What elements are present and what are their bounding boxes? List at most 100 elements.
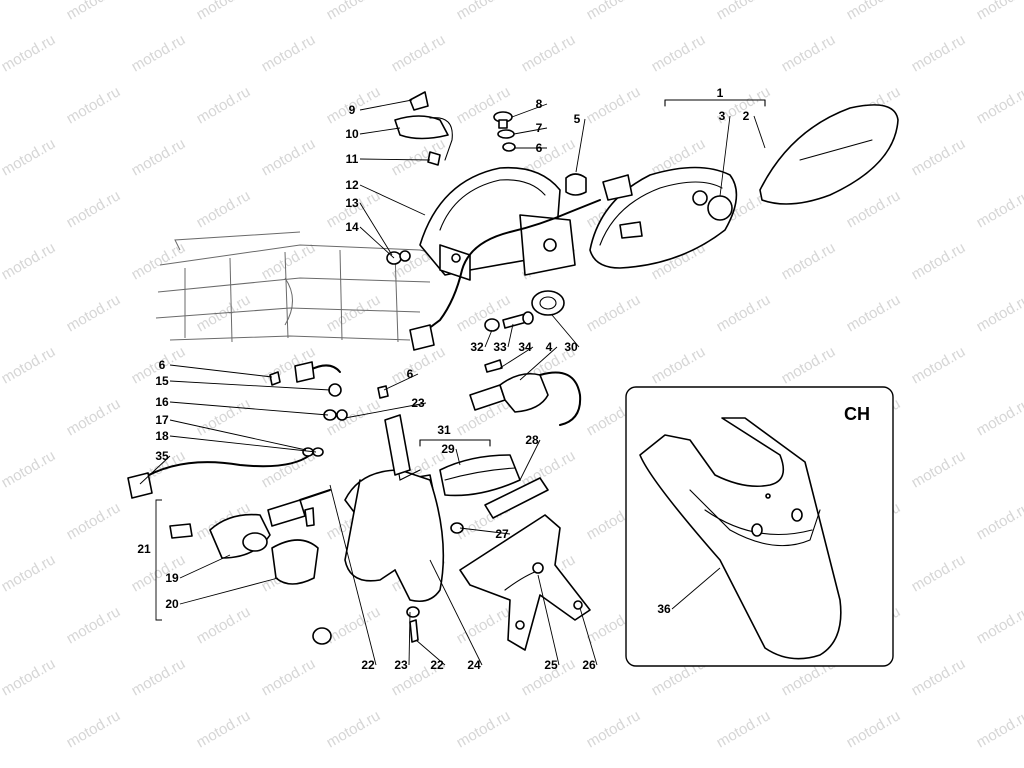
- nuts-and-washers: [269, 250, 464, 645]
- callout-24: 24: [467, 658, 481, 672]
- watermark-text: motod.ru: [909, 551, 969, 595]
- watermark-text: motod.ru: [0, 239, 58, 283]
- watermark-text: motod.ru: [714, 0, 774, 23]
- turn-signal-right: [469, 371, 582, 426]
- watermark-text: motod.ru: [584, 83, 644, 127]
- callout-leader: [359, 127, 401, 135]
- callout-leader: [139, 455, 171, 485]
- callout-10: 10: [345, 127, 359, 141]
- callout-6: 6: [407, 367, 414, 381]
- watermark-text: motod.ru: [974, 0, 1024, 23]
- watermark-text: motod.ru: [129, 239, 189, 283]
- callout-7: 7: [536, 121, 543, 135]
- watermark-text: motod.ru: [584, 707, 644, 751]
- callout-leader: [671, 567, 721, 610]
- watermark-text: motod.ru: [0, 655, 58, 699]
- watermark-text: motod.ru: [129, 135, 189, 179]
- callout-2: 2: [743, 109, 750, 123]
- callout-leader: [455, 448, 461, 466]
- small-fasteners-top: [394, 91, 587, 196]
- watermark-text: motod.ru: [844, 0, 904, 23]
- callout-leader: [429, 559, 483, 666]
- watermark-text: motod.ru: [64, 291, 124, 335]
- inset-ch: CH: [625, 386, 894, 667]
- watermark-text: motod.ru: [259, 31, 319, 75]
- callout-16: 16: [155, 395, 169, 409]
- watermark-text: motod.ru: [389, 343, 449, 387]
- watermark-text: motod.ru: [324, 603, 384, 647]
- watermark-text: motod.ru: [194, 0, 254, 23]
- watermark-text: motod.ru: [129, 655, 189, 699]
- watermark-text: motod.ru: [0, 31, 58, 75]
- turn-signal-left: [169, 489, 331, 585]
- watermark-text: motod.ru: [194, 603, 254, 647]
- inset-label: CH: [844, 404, 870, 424]
- watermark-text: motod.ru: [714, 707, 774, 751]
- callout-leader: [359, 158, 431, 161]
- rear-support: [344, 414, 445, 603]
- callout-22: 22: [430, 658, 444, 672]
- watermark-text: motod.ru: [324, 0, 384, 23]
- watermark-text: motod.ru: [714, 291, 774, 335]
- watermark-text: motod.ru: [974, 603, 1024, 647]
- callout-leader: [344, 402, 427, 419]
- callout-leader: [169, 364, 273, 378]
- left-harness: [127, 361, 341, 499]
- callout-32: 32: [470, 340, 484, 354]
- tail-light-bracket: [419, 166, 576, 281]
- callout-23: 23: [394, 658, 408, 672]
- watermark-text: motod.ru: [194, 707, 254, 751]
- callout-leader: [537, 574, 560, 666]
- callout-20: 20: [165, 597, 179, 611]
- callout-4: 4: [546, 340, 553, 354]
- callout-31: 31: [437, 423, 451, 437]
- callout-leader: [753, 115, 766, 149]
- watermark-text: motod.ru: [389, 31, 449, 75]
- watermark-text: motod.ru: [454, 707, 514, 751]
- grommets-and-bolts: [484, 290, 565, 373]
- callout-18: 18: [155, 429, 169, 443]
- watermark-text: motod.ru: [974, 187, 1024, 231]
- callout-15: 15: [155, 374, 169, 388]
- watermark-text: motod.ru: [0, 551, 58, 595]
- callout-leader: [507, 323, 514, 348]
- callout-leader: [484, 329, 493, 348]
- watermark-text: motod.ru: [0, 135, 58, 179]
- watermark-text: motod.ru: [909, 239, 969, 283]
- watermark-text: motod.ru: [129, 551, 189, 595]
- callout-leader: [513, 127, 548, 135]
- callout-6: 6: [536, 141, 543, 155]
- watermark-text: motod.ru: [64, 499, 124, 543]
- watermark-text: motod.ru: [779, 31, 839, 75]
- callout-leader: [169, 401, 329, 416]
- watermark-text: motod.ru: [974, 707, 1024, 751]
- callout-leader: [383, 373, 419, 391]
- watermark-text: motod.ru: [779, 239, 839, 283]
- callout-8: 8: [536, 97, 543, 111]
- callout-leader: [551, 314, 580, 348]
- callout-21-bracket: [155, 499, 162, 621]
- callout-19: 19: [165, 571, 179, 585]
- callout-leader: [575, 118, 586, 173]
- callout-leader: [329, 484, 377, 666]
- watermark-text: motod.ru: [584, 291, 644, 335]
- watermark-text: motod.ru: [974, 291, 1024, 335]
- callout-3: 3: [719, 109, 726, 123]
- watermark-text: motod.ru: [259, 135, 319, 179]
- watermark-text: motod.ru: [259, 655, 319, 699]
- callout-leader: [519, 439, 541, 481]
- watermark-text: motod.ru: [974, 83, 1024, 127]
- callout-29: 29: [441, 442, 455, 456]
- watermark-text: motod.ru: [909, 31, 969, 75]
- callout-9: 9: [349, 103, 356, 117]
- watermark-text: motod.ru: [64, 603, 124, 647]
- callout-leader: [415, 639, 446, 666]
- callout-28: 28: [525, 433, 539, 447]
- watermark-text: motod.ru: [64, 707, 124, 751]
- callout-leader: [499, 346, 534, 369]
- watermark-text: motod.ru: [649, 31, 709, 75]
- watermark-text: motod.ru: [324, 707, 384, 751]
- callout-13: 13: [345, 196, 359, 210]
- callout-leader: [359, 99, 413, 111]
